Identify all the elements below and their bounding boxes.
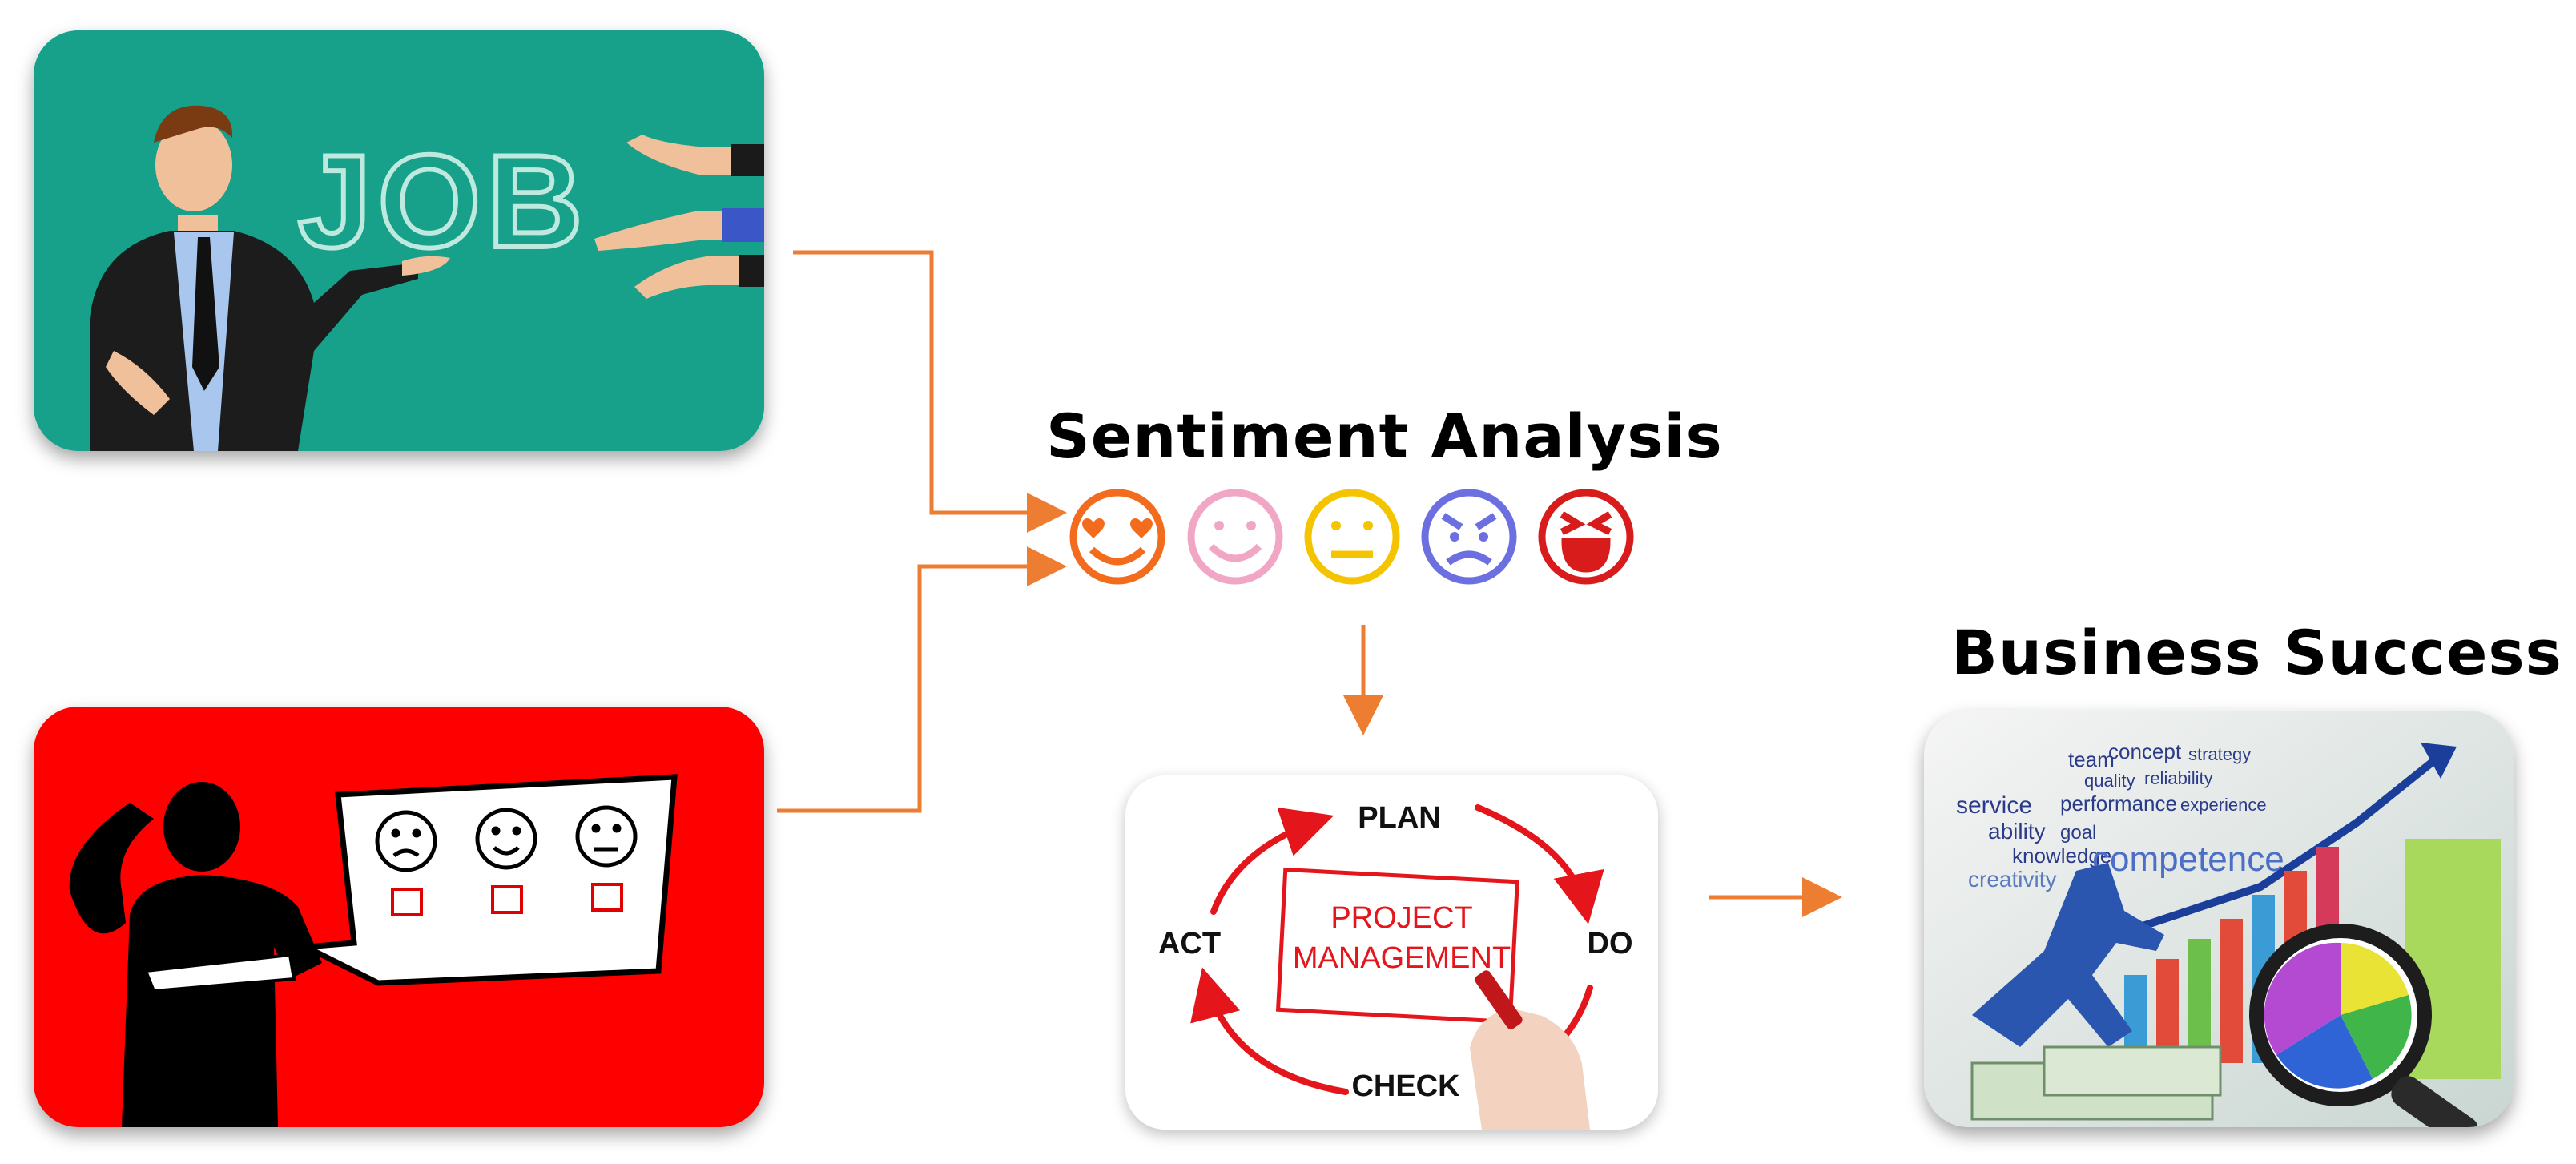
customer-survey-illustration: [34, 707, 764, 1127]
happy-face-icon: [475, 808, 537, 870]
sentiment-emoji-row: [1069, 489, 1634, 585]
project-management-box: [1275, 867, 1519, 1025]
magnifying-glass-icon: [2249, 924, 2479, 1127]
checkbox-icon: [391, 888, 423, 916]
business-success-collage: team concept strategy quality reliabilit…: [1924, 711, 2514, 1127]
job-sign-text: JOB: [298, 127, 589, 275]
checkbox-icon: [491, 885, 523, 914]
pdca-do-label: DO: [1588, 927, 1633, 961]
reaching-hands: [594, 135, 764, 299]
pdca-act-label: ACT: [1158, 927, 1221, 961]
project-label: PROJECT: [1330, 901, 1472, 935]
runner-silhouette: [1972, 863, 2164, 1047]
word-concept: concept: [2108, 739, 2182, 763]
job-offer-card: JOB: [34, 30, 764, 451]
word-service: service: [1956, 792, 2032, 819]
word-creativity: creativity: [1968, 867, 2056, 892]
management-label: MANAGEMENT: [1293, 941, 1511, 975]
checkbox-icon: [591, 883, 623, 912]
word-experience: experience: [2180, 795, 2267, 815]
word-quality: quality: [2084, 771, 2135, 791]
hand-with-marker-icon: [1470, 970, 1590, 1130]
smile-emoji-icon: [1187, 489, 1283, 585]
pdca-cycle-diagram: PLAN DO CHECK ACT PROJECT MANAGEMENT: [1125, 775, 1658, 1130]
feedback-speech-bubble: [296, 774, 678, 986]
pdca-check-label: CHECK: [1351, 1069, 1460, 1103]
word-reliability: reliability: [2144, 768, 2213, 788]
word-team: team: [2068, 747, 2115, 771]
angry-emoji-icon: [1421, 489, 1517, 585]
word-knowledge: knowledge: [2012, 844, 2111, 868]
business-success-title: Business Success: [1951, 617, 2562, 688]
business-success-illustration: team concept strategy quality reliabilit…: [1924, 711, 2514, 1127]
job-to-sentiment-connector: [793, 250, 1067, 533]
word-goal: goal: [2060, 822, 2096, 844]
survey-to-sentiment-connector: [777, 546, 1067, 813]
businessman-figure: [90, 105, 450, 451]
neutral-face-icon: [575, 805, 638, 868]
neutral-emoji-icon: [1304, 489, 1400, 585]
word-performance: performance: [2060, 791, 2177, 816]
customer-survey-card: [34, 707, 764, 1127]
furious-emoji-icon: [1538, 489, 1634, 585]
word-cloud: team concept strategy quality reliabilit…: [1956, 739, 2284, 892]
sad-face-icon: [375, 810, 437, 872]
pdca-project-management-card: PLAN DO CHECK ACT PROJECT MANAGEMENT: [1125, 775, 1658, 1130]
sentiment-analysis-title: Sentiment Analysis: [1046, 401, 1723, 472]
pdca-plan-label: PLAN: [1358, 801, 1440, 835]
word-ability: ability: [1988, 819, 2046, 844]
job-offer-illustration: JOB: [34, 30, 764, 451]
love-emoji-icon: [1069, 489, 1165, 585]
word-competence: competence: [2092, 840, 2284, 879]
confused-person-figure: [69, 782, 322, 1127]
word-strategy: strategy: [2188, 744, 2251, 764]
